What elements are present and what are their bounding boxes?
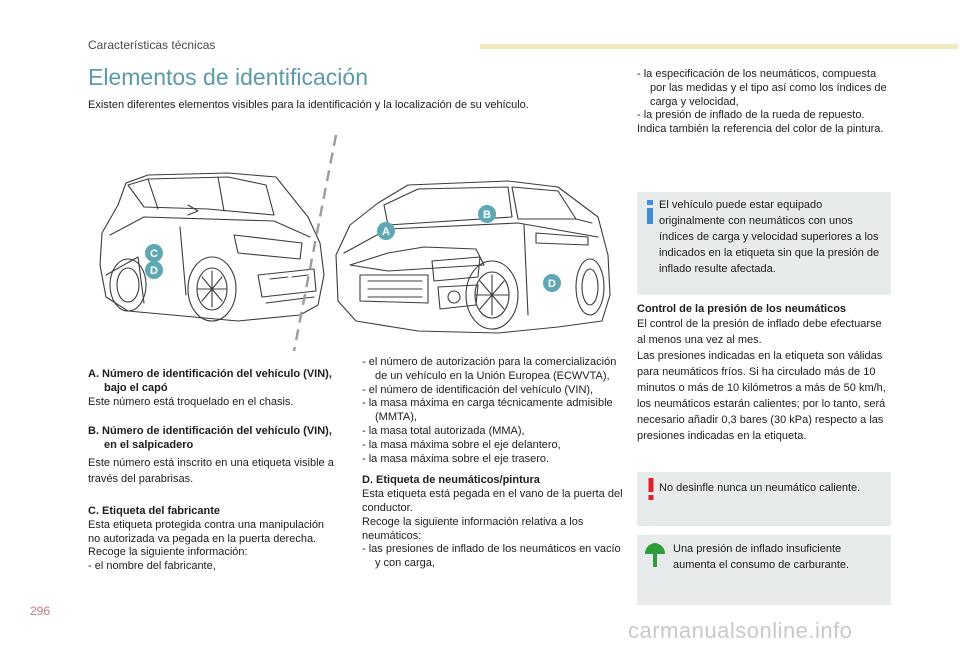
svg-text:D: D — [150, 265, 158, 277]
text-b: Este número está inscrito en una etiquet… — [88, 456, 334, 485]
list-item: - la masa total autorizada (MMA), — [362, 424, 525, 437]
warning-text: No desinfle nunca un neumático caliente. — [659, 482, 861, 494]
svg-text:B: B — [483, 209, 491, 221]
heading-c: C. Etiqueta del fabricante — [88, 504, 221, 517]
car-illustration: C D A B D — [99, 134, 611, 352]
marker-c: C — [145, 244, 163, 262]
pressure-section: Control de la presión de los neumáticos … — [637, 302, 891, 444]
text-d2: Recoge la siguiente información relativa… — [362, 515, 584, 542]
eco-box: Una presión de inflado insuficiente aume… — [637, 535, 891, 605]
column-middle: - el número de autorización para la come… — [362, 356, 624, 571]
warning-box: No desinfle nunca un neumático caliente. — [637, 472, 891, 526]
eco-text: Una presión de inflado insuficiente aume… — [673, 543, 850, 571]
heading-a: A. Número de identificación del vehículo… — [88, 368, 332, 394]
list-item: - la especificación de los neumáticos, c… — [637, 68, 887, 108]
list-item: - la presión de inflado de la rueda de r… — [637, 109, 865, 122]
list-item: - la masa máxima en carga técnicamente a… — [362, 397, 613, 424]
heading-b: B. Número de identificación del vehículo… — [88, 425, 332, 452]
marker-d-right: D — [543, 274, 561, 292]
text-d: Esta etiqueta está pegada en el vano de … — [362, 488, 623, 514]
warning-icon — [648, 478, 654, 500]
page-title: Elementos de identificación — [88, 64, 368, 90]
page-number: 296 — [30, 604, 51, 618]
info-text: El vehículo puede estar equipado origina… — [659, 199, 880, 275]
svg-text:A: A — [382, 226, 390, 238]
marker-d-left: D — [145, 261, 163, 279]
text-c2: Recoge la siguiente información: — [88, 546, 248, 559]
info-box: El vehículo puede estar equipado origina… — [637, 192, 891, 295]
intro-text: Existen diferentes elementos visibles pa… — [88, 99, 529, 111]
svg-text:D: D — [548, 278, 556, 290]
list-item: - las presiones de inflado de los neumát… — [362, 543, 621, 570]
marker-b: B — [478, 205, 496, 223]
color-reference-text: Indica también la referencia del color d… — [637, 123, 884, 136]
text-c: Esta etiqueta protegida contra una manip… — [88, 518, 325, 545]
header-bar — [480, 44, 958, 49]
section-header: Características técnicas — [88, 38, 216, 52]
pressure-heading: Control de la presión de los neumáticos — [637, 303, 847, 315]
list-item: - el número de identificación del vehícu… — [362, 383, 594, 396]
heading-d: D. Etiqueta de neumáticos/pintura — [362, 474, 540, 487]
info-icon — [647, 200, 653, 224]
svg-text:C: C — [150, 248, 158, 260]
list-item: - la masa máxima sobre el eje delantero, — [362, 438, 561, 451]
text-a: Este número está troquelado en el chasis… — [88, 395, 294, 408]
list-item: - la masa máxima sobre el eje trasero. — [362, 452, 550, 465]
eco-leaf-icon — [645, 543, 665, 567]
column-right-top: - la especificación de los neumáticos, c… — [637, 68, 891, 137]
list-item: - el número de autorización para la come… — [362, 356, 617, 382]
list-item: - el nombre del fabricante, — [88, 560, 216, 573]
watermark: carmanualsonline.info — [628, 618, 853, 643]
column-left: A. Número de identificación del vehículo… — [88, 368, 338, 574]
pressure-text2: Las presiones indicadas en la etiqueta s… — [637, 350, 886, 442]
pressure-text: El control de la presión de inflado debe… — [637, 318, 882, 346]
marker-a: A — [377, 222, 395, 240]
